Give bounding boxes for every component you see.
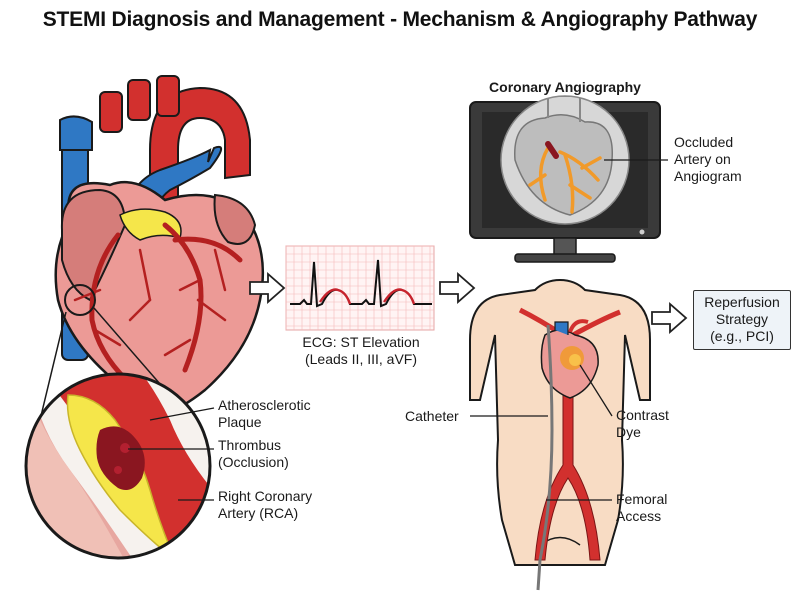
label-catheter: Catheter bbox=[405, 408, 459, 424]
ecg-strip bbox=[285, 245, 435, 331]
flow-arrow bbox=[651, 302, 688, 334]
flow-arrow bbox=[439, 272, 476, 304]
patient-body bbox=[469, 278, 651, 591]
artery-crosssection-lens bbox=[24, 372, 212, 560]
leader-line-plaque bbox=[149, 407, 215, 421]
heart-illustration bbox=[54, 75, 265, 414]
flow-arrow bbox=[249, 272, 286, 304]
leader-line-contrast bbox=[579, 364, 613, 417]
diagram-title: STEMI Diagnosis and Management - Mechani… bbox=[42, 8, 758, 31]
label-angiography-title: Coronary Angiography bbox=[489, 79, 641, 95]
angiography-monitor bbox=[469, 95, 668, 263]
zoom-line bbox=[39, 311, 67, 421]
label-ecg: ECG: ST Elevation(Leads II, III, aVF) bbox=[302, 334, 420, 367]
label-thrombus: Thrombus(Occlusion) bbox=[218, 437, 289, 470]
